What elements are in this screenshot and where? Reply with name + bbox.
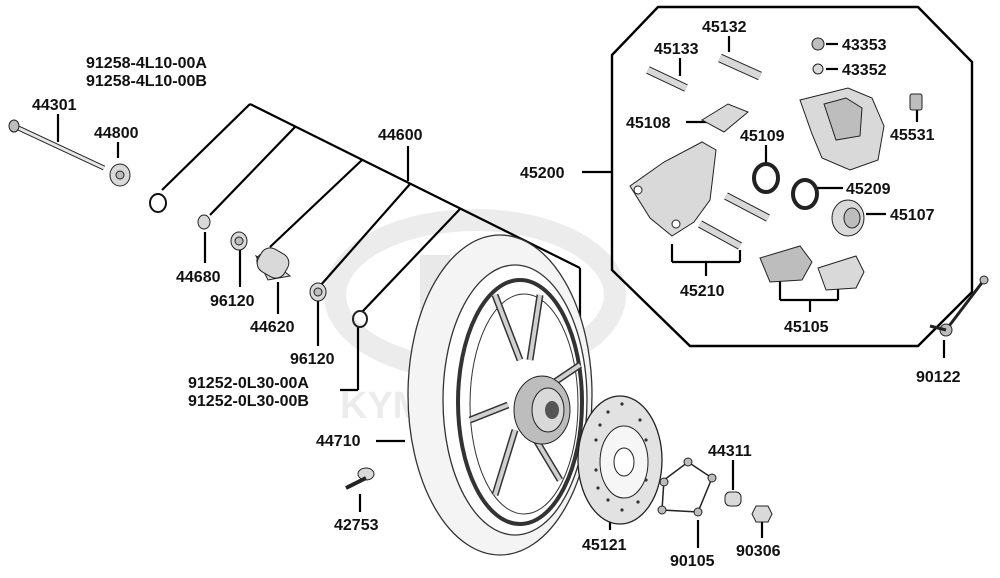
label-43353: 43353 <box>842 37 887 54</box>
label-44620: 44620 <box>250 319 295 336</box>
seal-45109 <box>752 162 780 194</box>
o-ring-91258 <box>149 193 167 213</box>
disc-45121 <box>577 395 663 525</box>
label-45121: 45121 <box>582 537 627 554</box>
label-45109: 45109 <box>740 128 785 145</box>
caliper-body-45531 <box>799 87 885 171</box>
caliper-group-frame <box>610 5 974 348</box>
pins-45210 <box>698 192 770 250</box>
washer-44680 <box>197 214 211 230</box>
pin-45132 <box>718 53 762 81</box>
label-45107: 45107 <box>890 207 935 224</box>
label-90122: 90122 <box>916 369 961 386</box>
label-90306: 90306 <box>736 543 781 560</box>
label-44600: 44600 <box>378 127 423 144</box>
label-44800: 44800 <box>94 125 139 142</box>
collar-44311 <box>724 491 742 507</box>
bolts-90105 <box>657 457 717 517</box>
screw-43353 <box>811 37 825 51</box>
label-90105: 90105 <box>670 553 715 570</box>
label-45132: 45132 <box>702 19 747 36</box>
label-44680: 44680 <box>176 269 221 286</box>
label-45210: 45210 <box>680 283 725 300</box>
seal-91252 <box>352 310 368 328</box>
bolt-90122 <box>929 275 989 337</box>
label-91258-b: 91258-4L10-00B <box>86 73 207 90</box>
pads-45105 <box>759 245 865 291</box>
label-45531: 45531 <box>890 127 935 144</box>
axle-44301 <box>8 119 106 171</box>
bearing-96120-b <box>309 282 327 302</box>
collar-44620 <box>254 247 292 281</box>
bleeder-45531 <box>909 93 923 111</box>
piston-45107 <box>831 199 865 237</box>
label-42753: 42753 <box>334 517 379 534</box>
label-96120-a: 96120 <box>210 293 255 310</box>
label-44301: 44301 <box>32 97 77 114</box>
screw-43352 <box>812 63 824 75</box>
label-45108: 45108 <box>626 115 671 132</box>
nut-90306 <box>751 505 773 523</box>
valve-42753 <box>345 467 375 490</box>
wheel-44710 <box>407 234 593 556</box>
label-45105: 45105 <box>784 319 829 336</box>
part-labels: 44301 44800 91258-4L10-00A 91258-4L10-00… <box>32 19 961 570</box>
pin-45133 <box>646 66 688 92</box>
label-91258-a: 91258-4L10-00A <box>86 55 207 72</box>
label-43352: 43352 <box>842 62 887 79</box>
bearing-96120-a <box>230 231 248 251</box>
label-44710: 44710 <box>316 433 361 450</box>
label-91252-a: 91252-0L30-00A <box>188 375 309 392</box>
nut-44800 <box>109 163 131 187</box>
label-45209: 45209 <box>846 181 891 198</box>
label-96120-b: 96120 <box>290 351 335 368</box>
label-44311: 44311 <box>708 443 752 460</box>
bracket-45200 <box>629 141 717 237</box>
seal-45209 <box>791 178 819 210</box>
label-45133: 45133 <box>654 41 699 58</box>
label-91252-b: 91252-0L30-00B <box>188 393 309 410</box>
spring-45108 <box>701 103 749 133</box>
label-45200: 45200 <box>520 165 565 182</box>
